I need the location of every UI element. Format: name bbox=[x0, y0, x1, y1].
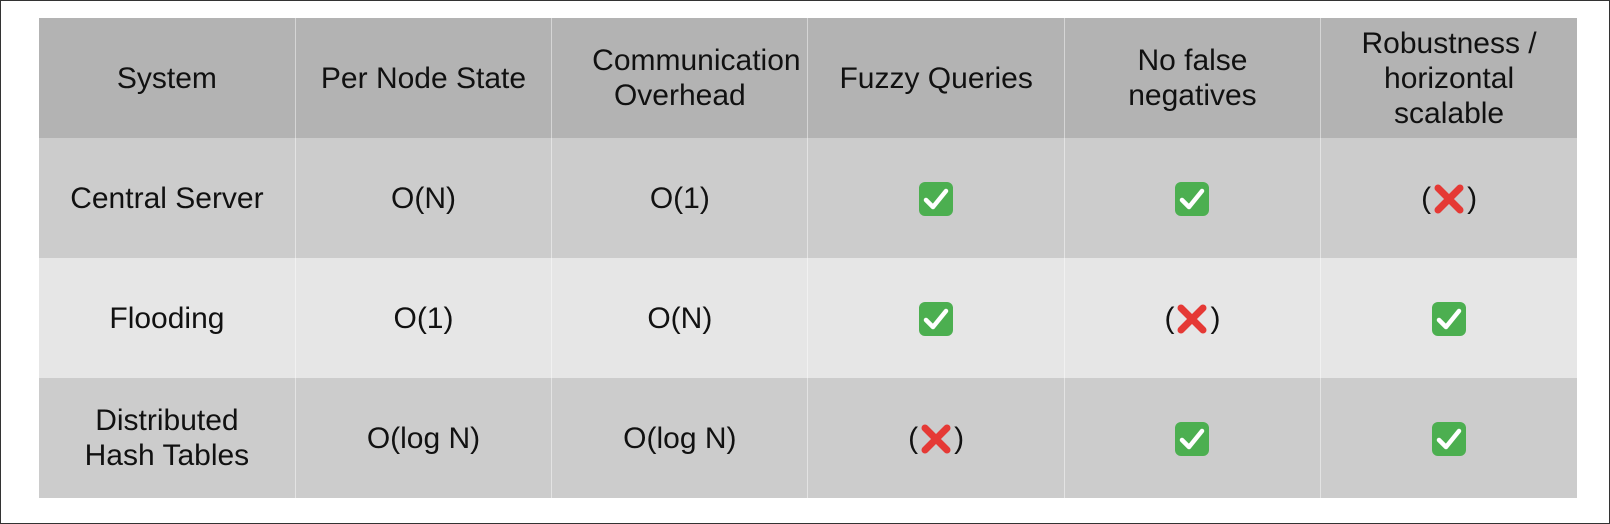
cell-no-false-negatives: () bbox=[1064, 258, 1322, 378]
check-mark-icon bbox=[919, 301, 954, 336]
paren-close: ) bbox=[1467, 182, 1478, 216]
check-mark bbox=[918, 181, 954, 217]
cell-state: O(log N) bbox=[295, 378, 553, 498]
cross-mark-icon bbox=[921, 424, 951, 454]
cell-robustness bbox=[1321, 258, 1577, 378]
cross-mark-parenthesized: () bbox=[1164, 301, 1220, 337]
cell-robustness: () bbox=[1321, 138, 1577, 258]
paren-open: ( bbox=[1164, 302, 1175, 336]
check-mark bbox=[1174, 181, 1210, 217]
table-header-row: System Per Node State Communication Over… bbox=[39, 18, 1577, 138]
header-per-node-state: Per Node State bbox=[295, 18, 553, 138]
paren-close: ) bbox=[1210, 302, 1221, 336]
check-mark bbox=[1431, 421, 1467, 457]
cell-fuzzy bbox=[807, 138, 1065, 258]
check-mark bbox=[1431, 301, 1467, 337]
table-row: Flooding O(1) O(N) () bbox=[39, 258, 1577, 378]
cross-mark-parenthesized: () bbox=[908, 421, 964, 457]
cell-fuzzy: () bbox=[807, 378, 1065, 498]
cell-system: Flooding bbox=[39, 258, 296, 378]
cell-robustness bbox=[1321, 378, 1577, 498]
check-mark-icon bbox=[919, 181, 954, 216]
comparison-table: System Per Node State Communication Over… bbox=[39, 18, 1577, 498]
cell-state: O(N) bbox=[295, 138, 553, 258]
table-row: Distributed Hash Tables O(log N) O(log N… bbox=[39, 378, 1577, 498]
header-system: System bbox=[39, 18, 296, 138]
cell-system: Distributed Hash Tables bbox=[39, 378, 296, 498]
paren-open: ( bbox=[908, 422, 919, 456]
header-communication-overhead: Communication Overhead bbox=[551, 18, 809, 138]
header-no-false-negatives: No false negatives bbox=[1064, 18, 1322, 138]
cross-mark-icon bbox=[1177, 304, 1207, 334]
cross-mark-icon bbox=[1434, 184, 1464, 214]
cell-state: O(1) bbox=[295, 258, 553, 378]
table-row: Central Server O(N) O(1) () bbox=[39, 138, 1577, 258]
cell-no-false-negatives bbox=[1064, 138, 1322, 258]
header-robustness: Robustness / horizontal scalable bbox=[1361, 26, 1537, 130]
cell-overhead: O(1) bbox=[551, 138, 809, 258]
check-mark bbox=[1174, 421, 1210, 457]
cell-system: Central Server bbox=[39, 138, 296, 258]
paren-close: ) bbox=[954, 422, 965, 456]
paren-open: ( bbox=[1421, 182, 1432, 216]
cell-overhead: O(N) bbox=[551, 258, 809, 378]
check-mark-icon bbox=[1432, 421, 1467, 456]
check-mark-icon bbox=[1432, 301, 1467, 336]
header-fuzzy-queries: Fuzzy Queries bbox=[807, 18, 1065, 138]
check-mark bbox=[918, 301, 954, 337]
check-mark-icon bbox=[1175, 421, 1210, 456]
cell-no-false-negatives bbox=[1064, 378, 1322, 498]
cell-overhead: O(log N) bbox=[551, 378, 809, 498]
cross-mark-parenthesized: () bbox=[1421, 181, 1477, 217]
cell-fuzzy bbox=[807, 258, 1065, 378]
check-mark-icon bbox=[1175, 181, 1210, 216]
